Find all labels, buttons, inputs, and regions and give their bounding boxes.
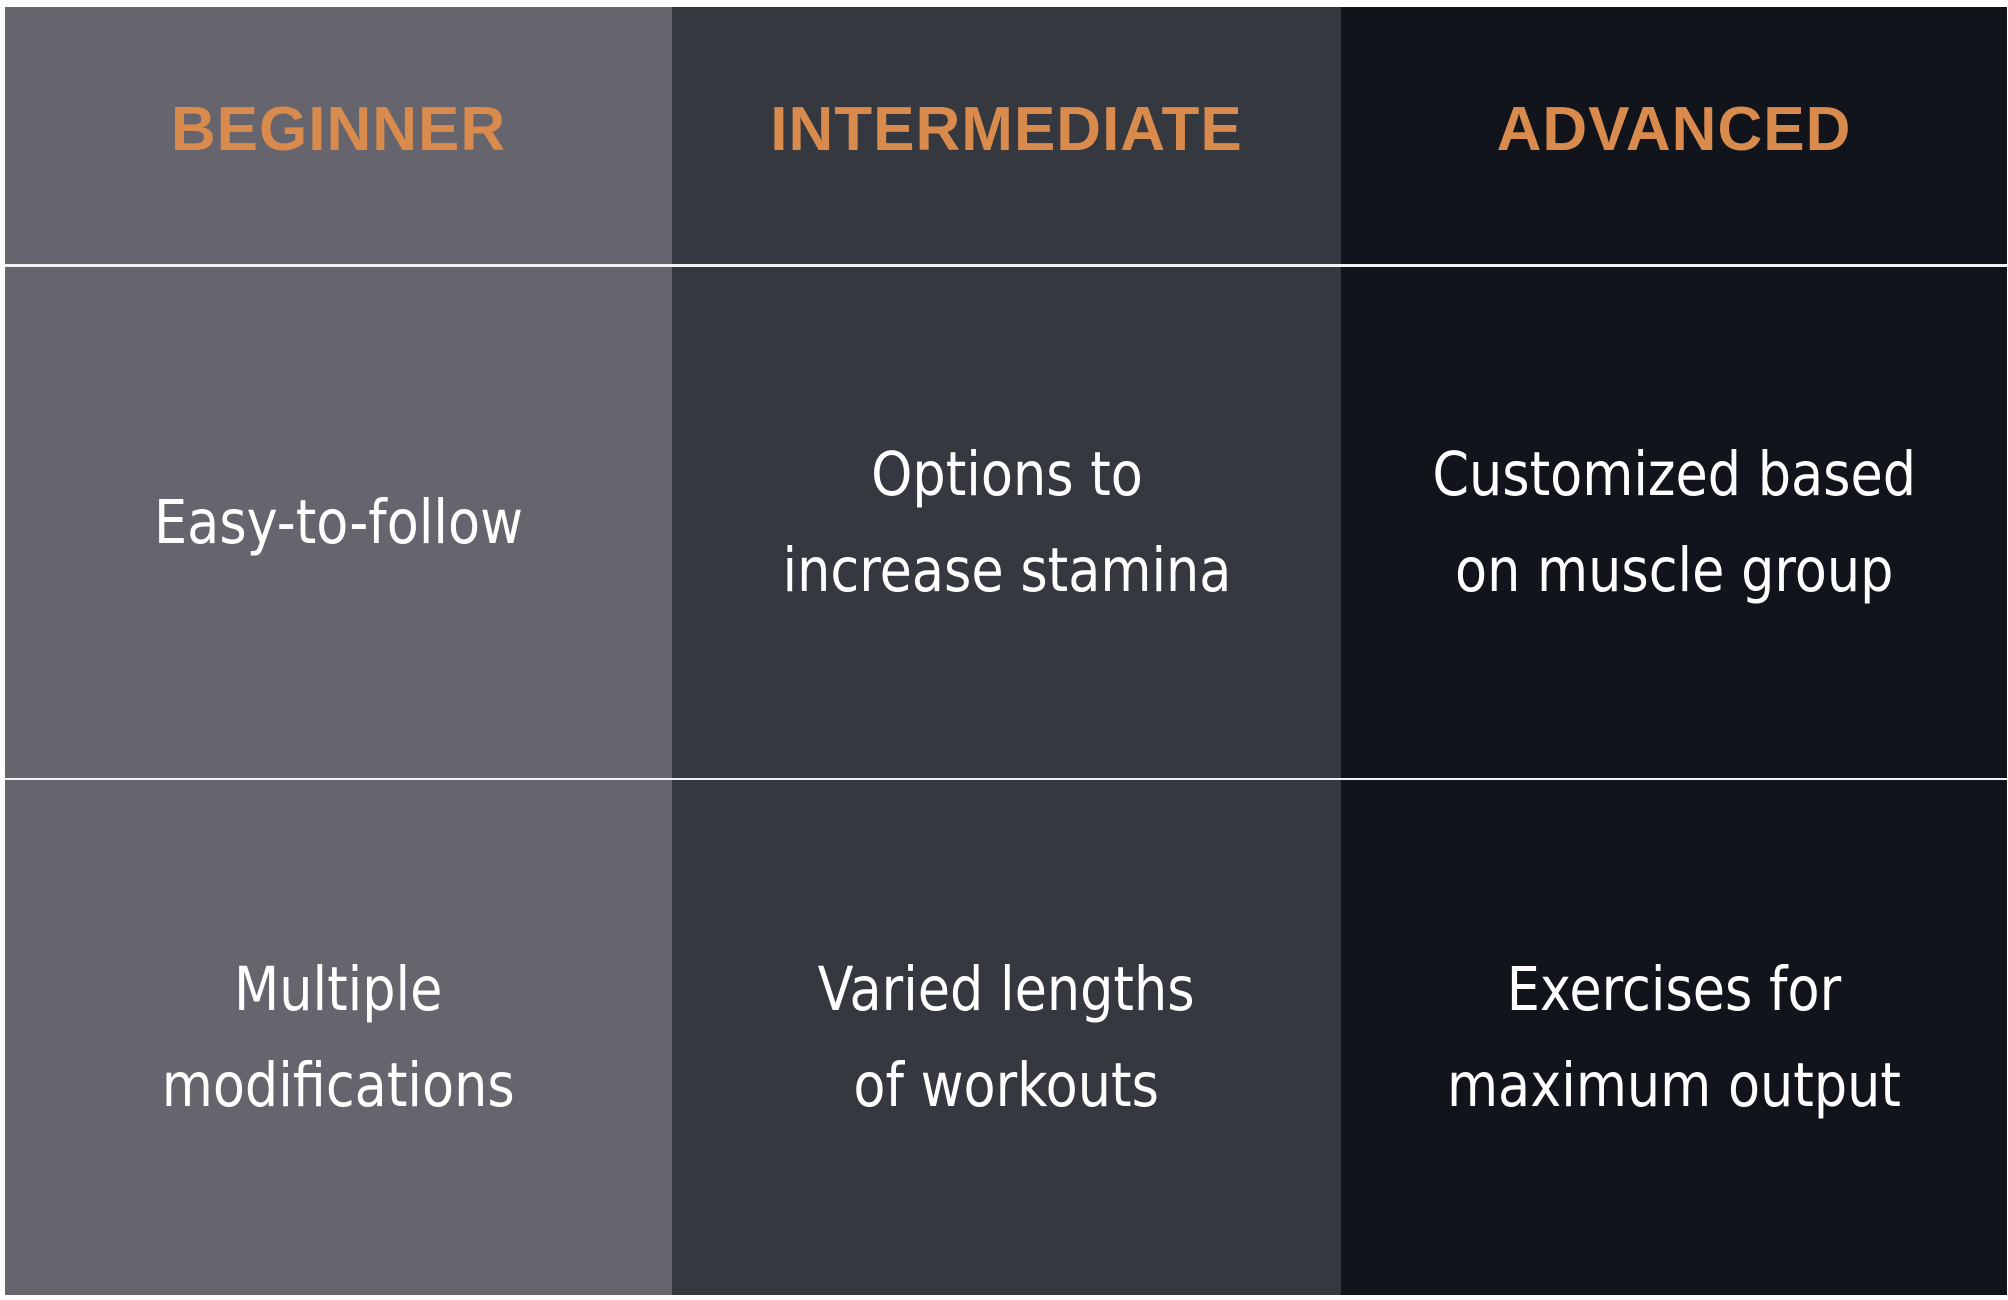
cell-beginner-row-2: Multiple modifications [5, 780, 672, 1295]
cell-intermediate-row-2: Varied lengths of workouts [672, 780, 1341, 1295]
cell-advanced-row-2: Exercises for maximum output [1341, 780, 2007, 1295]
advanced-feature-2: Exercises for maximum output [1446, 953, 1902, 1121]
cell-intermediate-row-1: Options to increase stamina [672, 267, 1341, 778]
level-comparison-table: BEGINNER INTERMEDIATE ADVANCED Easy-to-f… [5, 7, 2007, 1295]
header-cell-advanced: ADVANCED [1341, 7, 2007, 264]
header-advanced: ADVANCED [1496, 95, 1852, 164]
row-divider [5, 778, 2007, 780]
beginner-feature-2: Multiple modifications [162, 953, 515, 1121]
header-intermediate: INTERMEDIATE [770, 95, 1243, 164]
intermediate-feature-2: Varied lengths of workouts [818, 953, 1195, 1121]
header-beginner: BEGINNER [170, 95, 507, 164]
beginner-feature-1: Easy-to-follow [154, 486, 523, 558]
header-cell-intermediate: INTERMEDIATE [672, 7, 1341, 264]
advanced-feature-1: Customized based on muscle group [1432, 438, 1916, 606]
header-cell-beginner: BEGINNER [5, 7, 672, 264]
header-divider [5, 264, 2007, 267]
intermediate-feature-1: Options to increase stamina [782, 438, 1231, 606]
cell-advanced-row-1: Customized based on muscle group [1341, 267, 2007, 778]
cell-beginner-row-1: Easy-to-follow [5, 267, 672, 778]
